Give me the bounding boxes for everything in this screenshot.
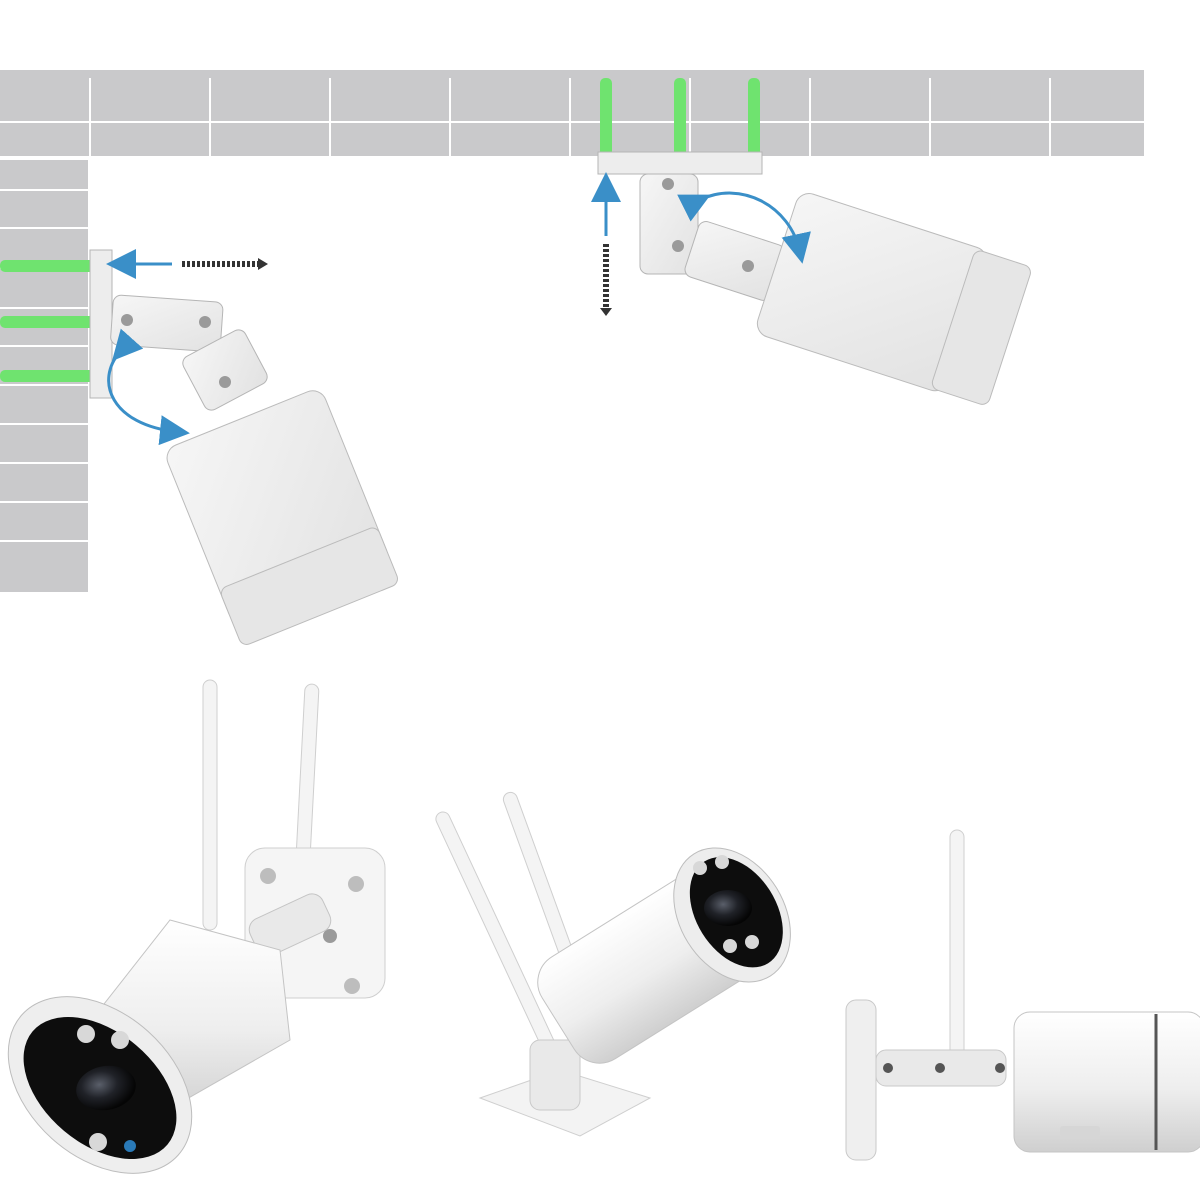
camera-housing — [7, 919, 291, 1174]
camera-body-sketch — [166, 390, 398, 645]
ceiling-bracket-arm — [639, 173, 785, 301]
rotate-arrow-icon — [107, 328, 190, 446]
ceiling-mount-plate — [597, 151, 763, 175]
camera-side-view — [845, 829, 1200, 1161]
ceiling-screw-icon — [600, 244, 612, 316]
camera-front-view — [7, 679, 386, 1174]
antenna-left-angled — [435, 811, 559, 1059]
angled-led-lights — [693, 855, 759, 953]
wall-mount-panel — [0, 160, 398, 645]
led-lights — [77, 1025, 136, 1152]
antenna-left — [202, 679, 218, 931]
ceiling-camera-body-sketch — [756, 193, 1031, 405]
ceiling-rotate-arrow-icon — [677, 191, 811, 264]
wall-anchors — [0, 260, 98, 382]
bracket-arm — [110, 294, 268, 411]
side-camera-housing — [1013, 1011, 1200, 1153]
camera-angled-view — [435, 791, 791, 1137]
angled-mount-base — [478, 1039, 652, 1137]
screw-icon — [182, 258, 268, 270]
antenna-side — [949, 829, 965, 1071]
ceiling-anchors — [600, 78, 760, 166]
ceiling — [0, 70, 1144, 156]
side-mount-plate — [845, 999, 1007, 1161]
angled-lens — [704, 890, 752, 926]
ceiling-mount-panel — [0, 70, 1144, 405]
mount-arm — [248, 893, 332, 957]
lens — [76, 1065, 136, 1111]
